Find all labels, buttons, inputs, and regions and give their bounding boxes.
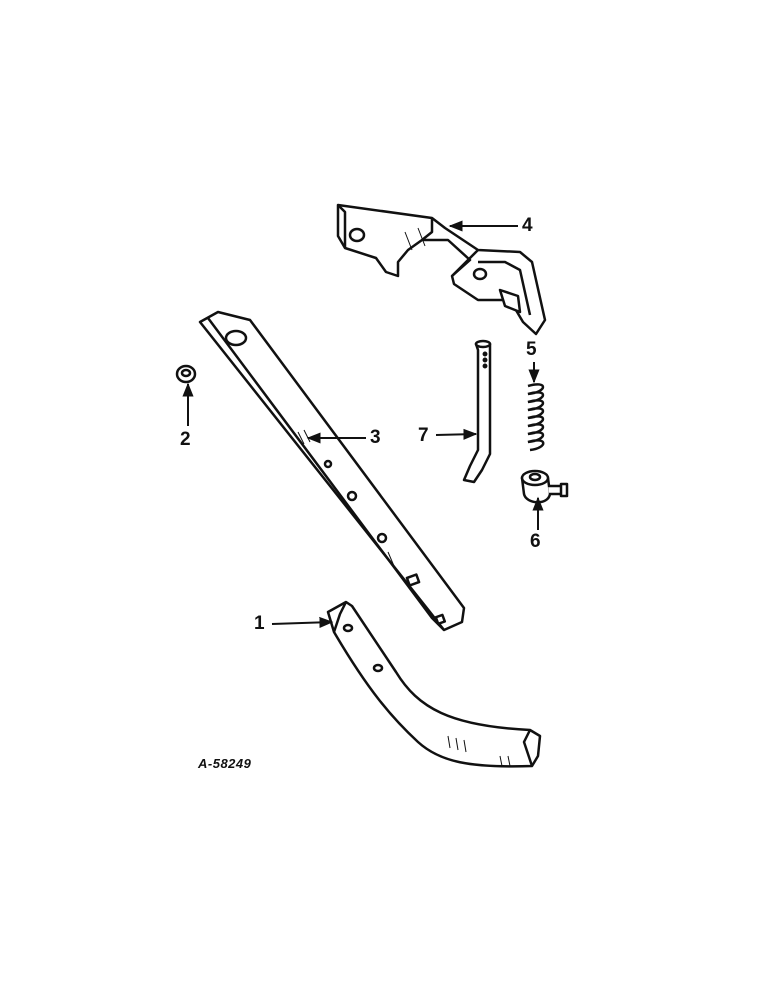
part-2-nut [175,364,197,384]
part-1-shank [326,600,542,768]
drawing-number: A-58249 [198,756,252,771]
callout-3: 3 [370,427,381,448]
part-3-flat-bar [198,310,466,632]
callout-1: 1 [254,613,265,634]
callout-7: 7 [418,425,429,446]
leader-1 [271,616,334,629]
leader-lines [182,220,544,629]
callout-5: 5 [526,339,537,360]
part-5-spring [527,383,545,452]
callout-4: 4 [522,215,533,236]
leader-7 [435,428,478,440]
part-6-collar [520,469,569,504]
part-4-bracket [336,203,547,336]
callout-6: 6 [530,531,541,552]
part-7-rod [462,339,492,484]
callout-2: 2 [180,429,191,450]
